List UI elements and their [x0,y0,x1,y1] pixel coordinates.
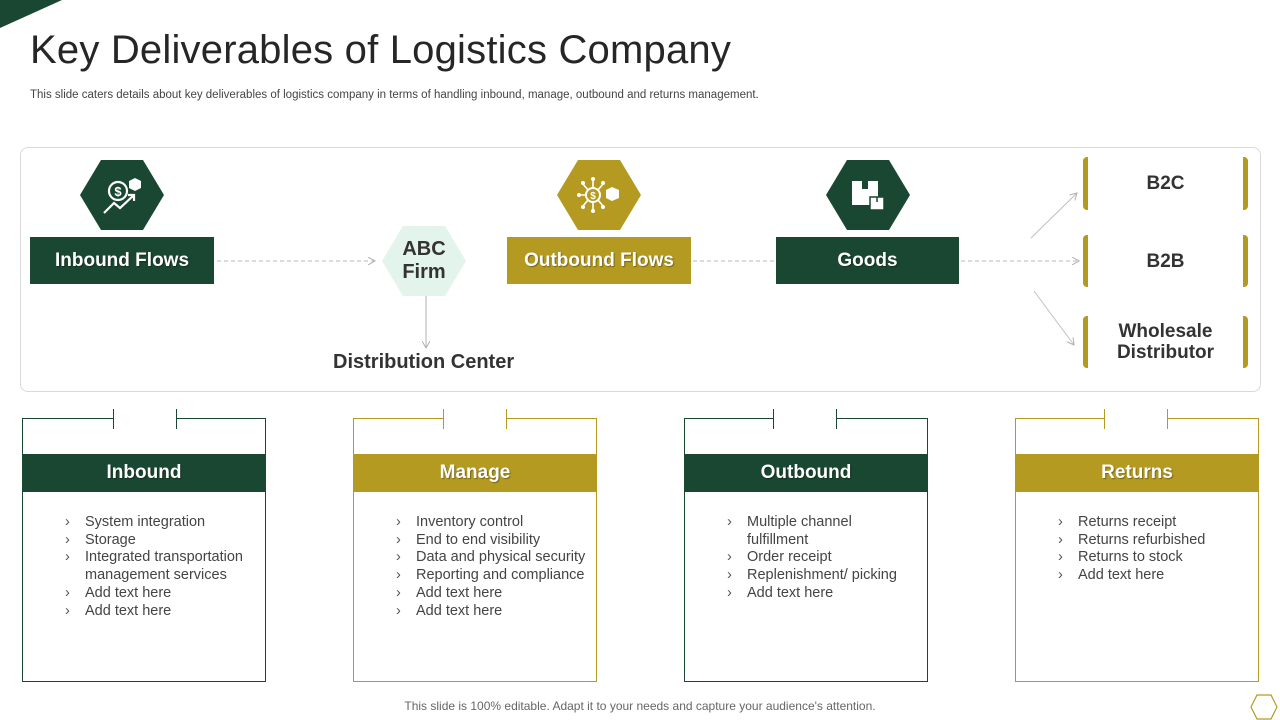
list-item: System integration [65,514,255,532]
list-item: Replenishment/ picking [727,567,917,585]
card-header: Returns [1015,454,1259,492]
outbound-flows-label: Outbound Flows [524,249,674,271]
card-header: Inbound [22,454,266,492]
list-item: End to end visibility [396,532,586,550]
card-header: Outbound [684,454,928,492]
dollar-growth-icon: $ [80,160,164,230]
package-boxes-icon [826,160,910,230]
goods-label: Goods [837,249,898,271]
list-item: Inventory control [396,514,586,532]
list-item: Order receipt [727,549,917,567]
list-item: Add text here [727,585,917,603]
list-item: Add text here [65,603,255,621]
list-item: Add text here [396,603,586,621]
inbound-card: Inbound System integration Storage Integ… [22,409,266,682]
destination-wholesale: Wholesale Distributor [1083,316,1248,368]
goods-box: Goods [776,237,959,284]
list-item: Returns to stock [1058,549,1248,567]
destination-label: Wholesale Distributor [1116,321,1215,363]
list-item: Integrated transportation management ser… [65,549,255,584]
destination-b2b: B2B [1083,235,1248,287]
card-tab [443,409,507,429]
flow-connectors [217,0,1280,400]
card-title: Outbound [760,462,852,483]
list-item: Add text here [65,585,255,603]
card-list: System integration Storage Integrated tr… [65,514,255,620]
inbound-flows-box: Inbound Flows [30,237,214,284]
list-item: Multiple channel fulfillment [727,514,917,549]
list-item: Reporting and compliance [396,567,586,585]
svg-text:$: $ [590,191,596,202]
list-item: Data and physical security [396,549,586,567]
svg-text:$: $ [114,184,122,199]
list-item: Returns receipt [1058,514,1248,532]
destination-label: B2C [1146,173,1185,194]
outbound-card: Outbound Multiple channel fulfillment Or… [684,409,928,682]
dollar-network-icon: $ [557,160,641,230]
arrow-to-b2c [1030,193,1077,239]
card-title: Inbound [106,462,182,483]
card-tab [113,409,177,429]
card-tab [773,409,837,429]
inbound-flows-label: Inbound Flows [54,249,190,271]
page-subtitle: This slide caters details about key deli… [30,89,759,101]
card-title: Manage [439,462,511,483]
destination-b2c: B2C [1083,157,1248,210]
destination-label: B2B [1146,250,1185,272]
footer-note: This slide is 100% editable. Adapt it to… [404,699,876,713]
arrow-to-wholesale [1033,290,1074,345]
card-list: Returns receipt Returns refurbished Retu… [1058,514,1248,585]
list-item: Add text here [1058,567,1248,585]
card-header: Manage [353,454,597,492]
card-tab [1104,409,1168,429]
returns-card: Returns Returns receipt Returns refurbis… [1015,409,1259,682]
list-item: Add text here [396,585,586,603]
card-list: Inventory control End to end visibility … [396,514,586,620]
abc-firm-line2: Firm [402,261,446,283]
distribution-center-label: Distribution Center [333,351,515,373]
card-title: Returns [1101,462,1173,483]
list-item: Storage [65,532,255,550]
manage-card: Manage Inventory control End to end visi… [353,409,597,682]
card-list: Multiple channel fulfillment Order recei… [727,514,917,603]
corner-hexagon-icon [1250,694,1278,720]
corner-accent [0,0,62,28]
outbound-flows-box: Outbound Flows [507,237,691,284]
page-title: Key Deliverables of Logistics Company [30,28,732,72]
abc-firm-line1: ABC [402,238,446,260]
flow-panel [20,147,1261,392]
list-item: Returns refurbished [1058,532,1248,550]
